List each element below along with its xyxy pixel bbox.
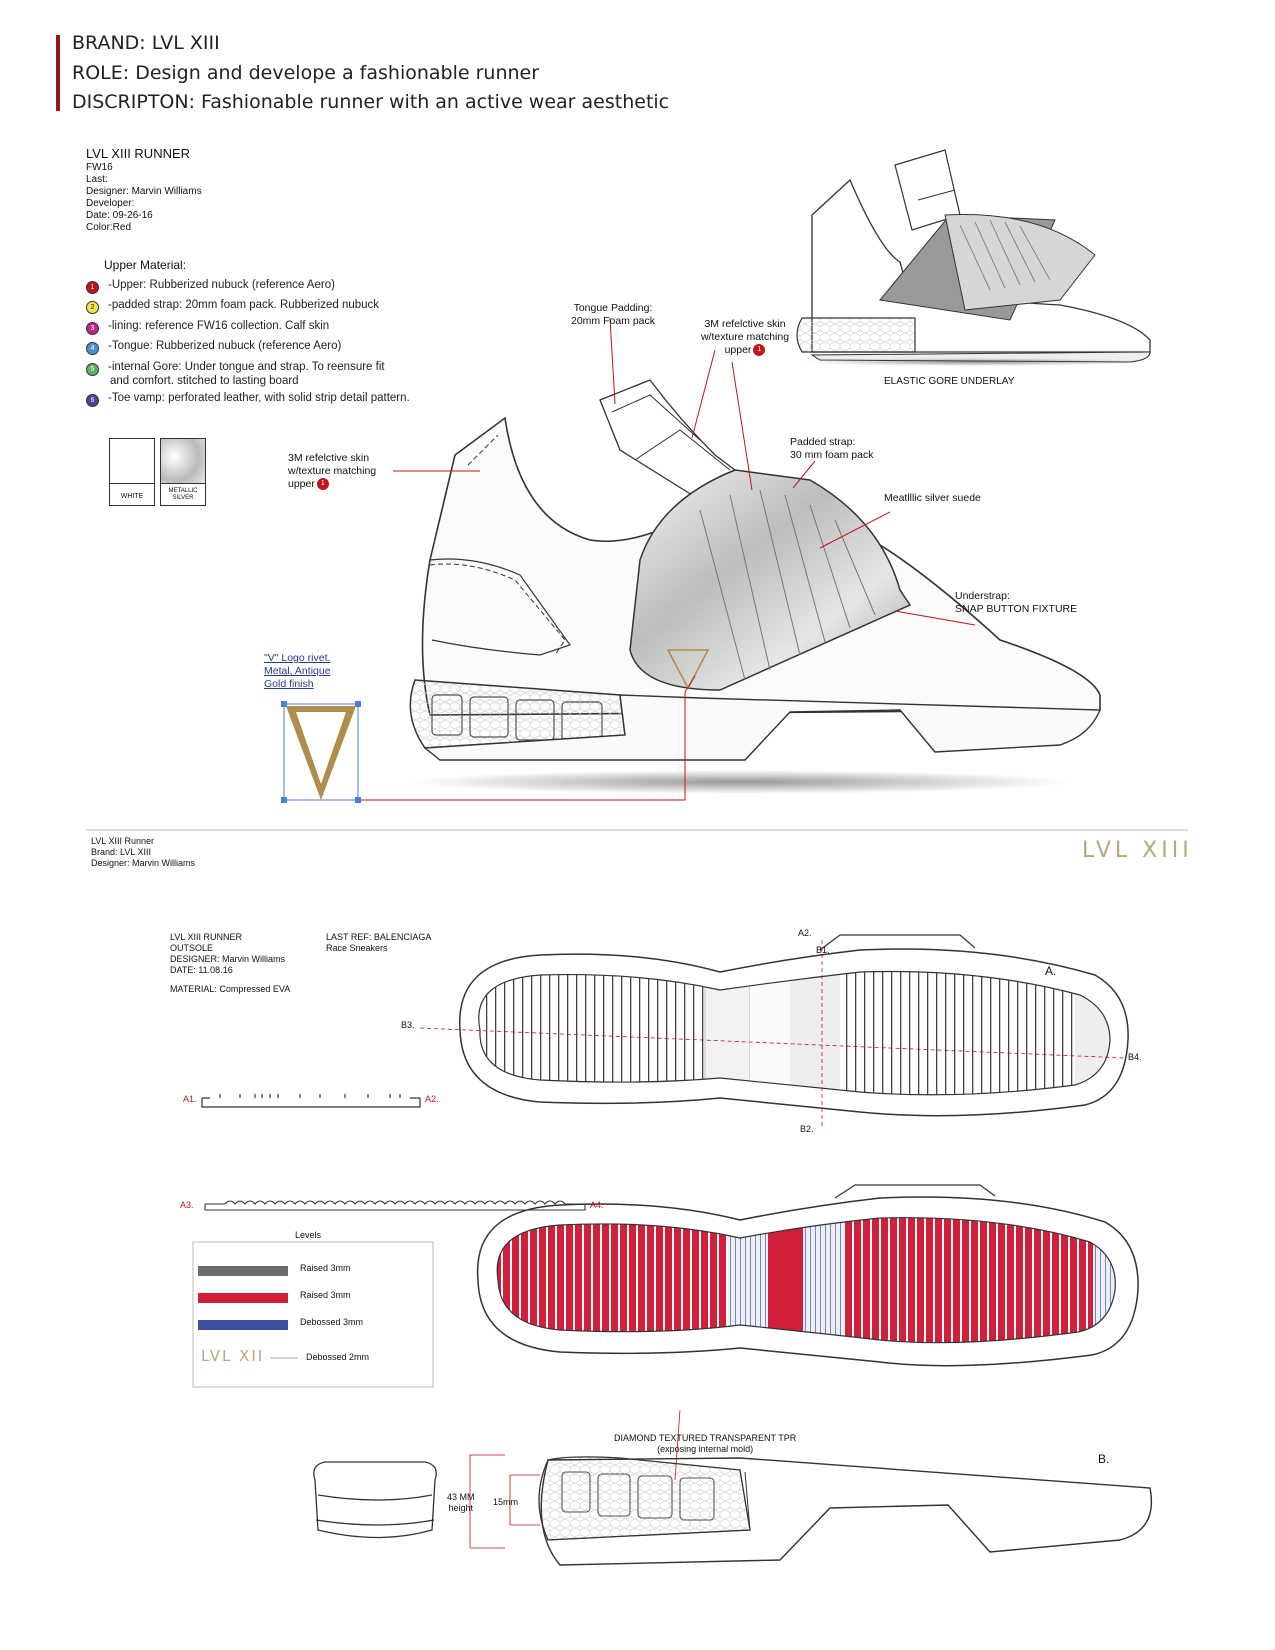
label-a2-top: A2.: [798, 928, 812, 938]
label-a3: A3.: [180, 1200, 194, 1210]
legend-swatch-red: [198, 1293, 288, 1303]
material-badge-5: 5: [86, 363, 99, 376]
spec-developer: Developer:: [86, 198, 135, 209]
padded-strap-callout: Padded strap:30 mm foam pack: [790, 436, 874, 461]
legend-logo: LVL XII: [201, 1347, 265, 1365]
upper-material-heading: Upper Material:: [104, 258, 187, 272]
material-item-3: -lining: reference FW16 collection. Calf…: [108, 320, 330, 332]
understrap-callout: Understrap:SNAP BUTTON FIXTURE: [955, 590, 1078, 615]
reflective-top-badge: 1: [753, 344, 766, 357]
spec-season: FW16: [86, 162, 113, 173]
upper-diagram: [86, 149, 1188, 831]
label-a2: A2.: [425, 1094, 439, 1104]
v-logo-rivet-icon: [281, 701, 361, 803]
brand-logo: LVL XIII: [1082, 838, 1193, 863]
main-runner-shoe: [409, 379, 1102, 794]
spec-lines: FW16 Last: Designer: Marvin Williams Dev…: [86, 162, 202, 234]
cross-section-a3-a4: [204, 1200, 586, 1211]
label-b: B.: [1098, 1452, 1110, 1466]
brand-line: BRAND: LVL XIII: [72, 32, 220, 54]
material-badge-3: 3: [86, 322, 99, 335]
outsole-top-view-a: [419, 934, 1129, 1128]
tongue-padding-callout: Tongue Padding:20mm Foam pack: [570, 302, 656, 327]
spec-date: Date: 09-26-16: [86, 210, 153, 221]
label-b3: B3.: [401, 1020, 415, 1030]
outsole-bottom-view-levels: [476, 1184, 1139, 1367]
silver-suede-callout: Meatlllic silver suede: [884, 492, 981, 504]
legend-swatch-blue: [198, 1320, 288, 1330]
levels-title: Levels: [295, 1230, 322, 1240]
cross-section-a1-a2: [201, 1094, 421, 1108]
swatch-white: WHITE: [109, 438, 155, 506]
tpr-callout: DIAMOND TEXTURED TRANSPARENT TPR(exposin…: [614, 1433, 797, 1454]
material-item-2: -padded strap: 20mm foam pack. Rubberize…: [108, 299, 380, 311]
label-a: A.: [1045, 964, 1057, 978]
material-item-5-cont: and comfort. stitched to lasting board: [110, 375, 299, 387]
material-item-6: -Toe vamp: perforated leather, with soli…: [108, 392, 410, 404]
inner-height-callout: 15mm: [493, 1497, 519, 1507]
material-badge-6: 6: [86, 394, 99, 407]
reflective-left-badge: 1: [316, 478, 329, 491]
heel-cup-view: [313, 1461, 437, 1539]
label-a4: A4.: [590, 1200, 604, 1210]
material-badge-1: 1: [86, 281, 99, 294]
header-accent-bar: [56, 35, 60, 111]
spec-last: Last:: [86, 174, 108, 185]
label-b2: B2.: [800, 1124, 814, 1134]
material-item-5: -internal Gore: Under tongue and strap. …: [108, 361, 385, 373]
legend-swatch-grey: [198, 1266, 288, 1276]
spec-title: LVL XIII RUNNER: [86, 146, 191, 161]
legend-label-blue: Debossed 3mm: [300, 1317, 364, 1327]
material-item-1: -Upper: Rubberized nubuck (reference Aer…: [108, 279, 335, 291]
label-b1: B1.: [816, 945, 830, 955]
legend-label-grey: Raised 3mm: [300, 1263, 351, 1273]
material-item-4: -Tongue: Rubberized nubuck (reference Ae…: [108, 340, 342, 352]
label-a1: A1.: [183, 1094, 197, 1104]
legend-label-logo: Debossed 2mm: [306, 1352, 370, 1362]
outsole-side-view-b: [469, 1409, 1152, 1566]
description-line: DISCRIPTON: Fashionable runner with an a…: [72, 91, 670, 113]
spec-designer: Designer: Marvin Williams: [86, 186, 202, 197]
material-badge-2: 2: [86, 301, 99, 314]
role-line: ROLE: Design and develope a fashionable …: [72, 62, 540, 84]
elastic-gore-shoe: [796, 149, 1151, 366]
material-badge-4: 4: [86, 342, 99, 355]
legend-label-red: Raised 3mm: [300, 1290, 351, 1300]
label-b4: B4.: [1128, 1052, 1142, 1062]
outsole-material: MATERIAL: Compressed EVA: [170, 984, 291, 994]
elastic-gore-label: ELASTIC GORE UNDERLAY: [884, 376, 1015, 387]
spec-color: Color:Red: [86, 222, 132, 233]
outsole-diagram: [192, 934, 1152, 1566]
